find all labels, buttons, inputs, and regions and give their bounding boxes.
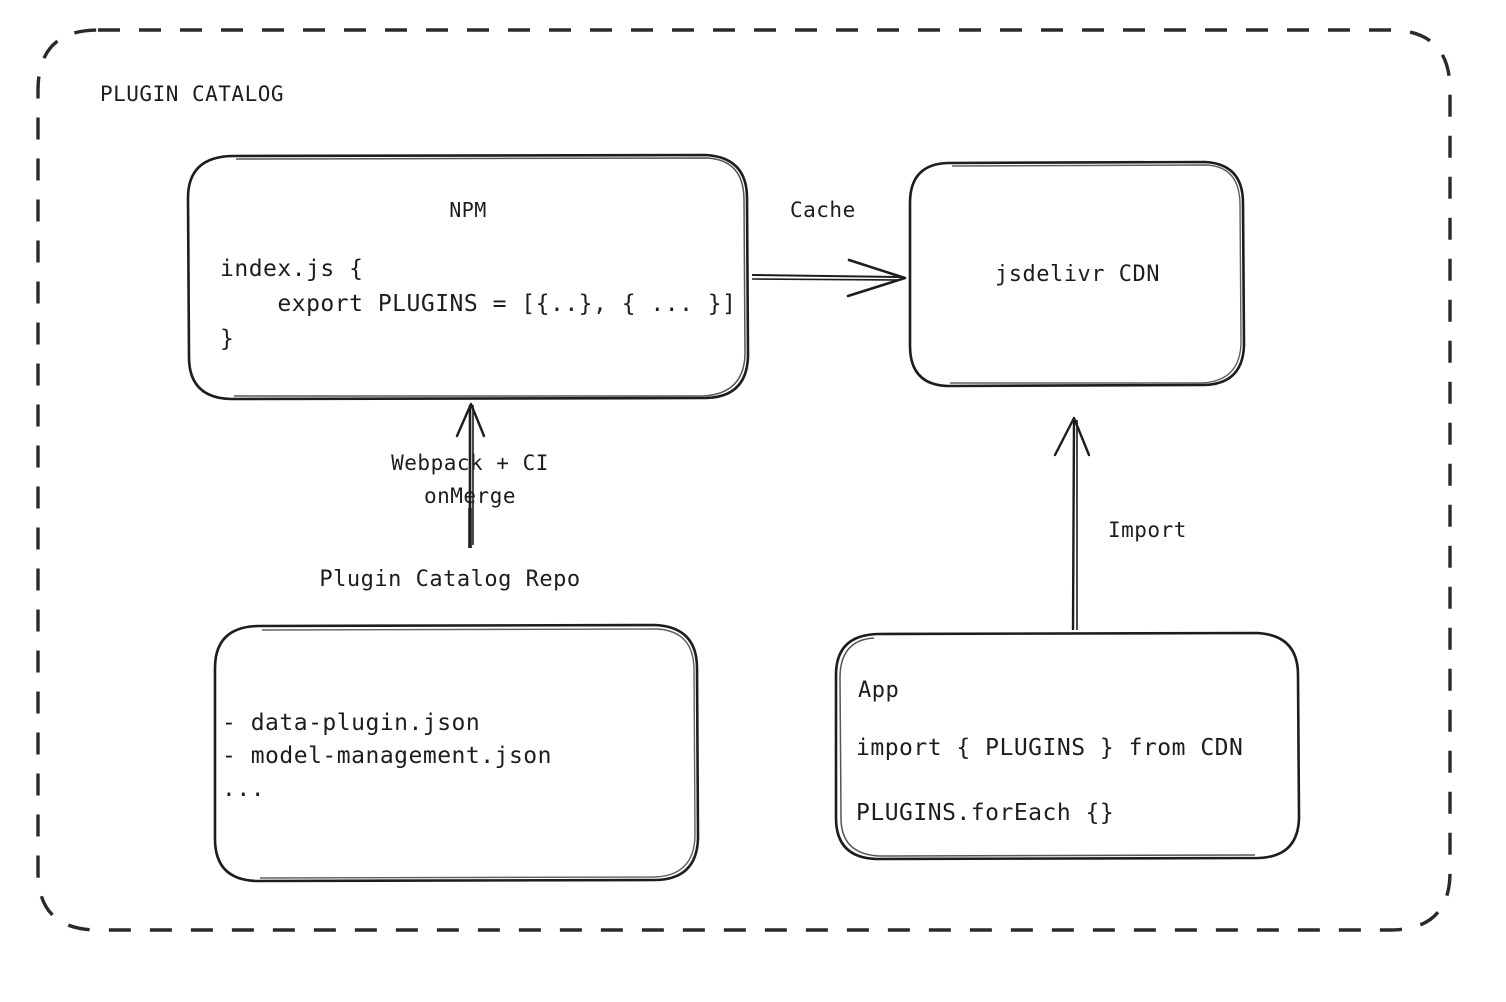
cache-edge-arrow — [751, 258, 907, 298]
cache-edge-label: Cache — [790, 198, 856, 222]
import-edge-arrow — [1053, 416, 1091, 631]
repo-node-caption: Plugin Catalog Repo — [319, 567, 581, 592]
import-edge-label: Import — [1108, 518, 1187, 542]
plugin-catalog-group-title: PLUGIN CATALOG — [100, 82, 285, 106]
npm-node-code: index.js { export PLUGINS = [{..}, { ...… — [220, 256, 737, 352]
build-edge-label: Webpack + CI onMerge — [391, 451, 549, 508]
app-node-title: App — [858, 678, 900, 703]
app-node-import-line: import { PLUGINS } from CDN — [856, 735, 1244, 761]
repo-node-file-list: - data-plugin.json - model-management.js… — [222, 710, 552, 802]
npm-node-title: NPM — [449, 198, 487, 222]
app-node-foreach-line: PLUGINS.forEach {} — [856, 800, 1115, 826]
cdn-node-title: jsdelivr CDN — [995, 262, 1160, 287]
